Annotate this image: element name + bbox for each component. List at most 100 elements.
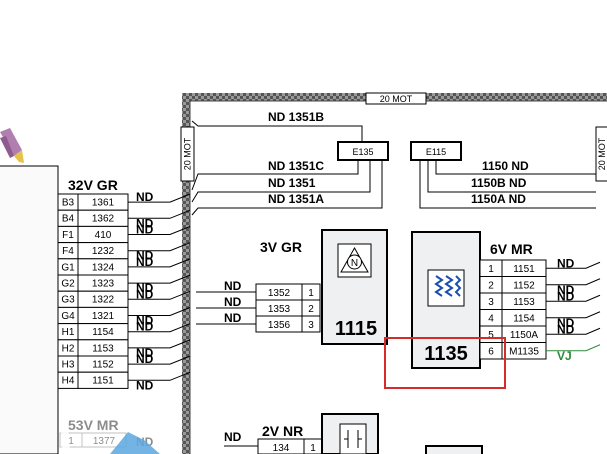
wire-number: 1323 (92, 279, 115, 290)
svg-text:ND 1351C: ND 1351C (268, 159, 324, 173)
component-2v-nr[interactable] (321, 413, 379, 454)
pin-label: B3 (62, 198, 75, 209)
pin-label: G1 (61, 262, 75, 273)
nd-label: ND (224, 295, 242, 309)
harness-label-right: 20 MOT (595, 126, 607, 182)
splice-e115[interactable]: E115 (410, 141, 462, 161)
svg-text:1115: 1115 (335, 318, 377, 340)
svg-text:1150B ND: 1150B ND (471, 176, 527, 190)
heater-symbol-icon (434, 275, 462, 297)
nd-label: ND (136, 190, 154, 204)
pin-label: 5 (488, 330, 494, 341)
pin-label: F1 (62, 230, 74, 241)
wire-number: 1152 (92, 360, 114, 371)
pin-label: H4 (62, 376, 75, 387)
svg-text:E135: E135 (352, 147, 373, 157)
wire-number: 1321 (92, 311, 115, 322)
wire-number: 1352 (268, 288, 291, 299)
nd-label: ND (224, 279, 242, 293)
pin-label: G2 (61, 279, 75, 290)
wire-color-label: ND (557, 283, 575, 297)
svg-text:134: 134 (273, 443, 290, 454)
svg-text:N: N (351, 258, 358, 269)
connector-32v-row[interactable]: F1 410 ND (57, 223, 191, 244)
wire-number: 1153 (92, 343, 114, 354)
pencil-icon (0, 128, 24, 163)
component-partial (425, 445, 483, 454)
wire-number: M1135 (509, 347, 539, 358)
wire-number: 1151 (513, 264, 535, 275)
connector-6v-title: 6V MR (490, 241, 533, 257)
connector-32v-row[interactable]: H3 1152 ND (57, 352, 191, 373)
splice-e135[interactable]: E135 (337, 141, 389, 161)
svg-text:1377: 1377 (93, 436, 116, 447)
nd-label: ND (136, 255, 154, 269)
wire-number: 1152 (513, 281, 535, 292)
wire-number: 1151 (92, 376, 114, 387)
wire-number: 410 (95, 230, 112, 241)
pin-label: 2 (488, 281, 494, 292)
nd-label: ND (136, 281, 154, 295)
svg-text:E115: E115 (426, 147, 446, 157)
cursor-icon (60, 396, 160, 454)
wire-color-label: VJ (557, 349, 572, 363)
component-1115[interactable]: N 1115 (321, 229, 388, 345)
connector-32v-title: 32V GR (68, 177, 118, 193)
connector-3v-row[interactable]: 1353 2 ND (196, 295, 321, 317)
wire-number: 1232 (92, 246, 115, 257)
pin-label: 4 (488, 314, 494, 325)
connector-2v: 2V NR ND 134 1 (224, 423, 323, 454)
pin-label: 3 (488, 297, 494, 308)
pin-label: H1 (62, 327, 75, 338)
wire-color-label: ND (557, 316, 575, 330)
harness-label-left: 20 MOT (180, 126, 195, 182)
nd-label: ND (136, 314, 154, 328)
pin-label: 3 (308, 320, 314, 331)
capacitor-symbol-icon (344, 430, 362, 448)
nd-label: ND (136, 320, 154, 334)
top-wire-labels: ND 1351B ND 1351C ND 1351 ND 1351A 1150 … (268, 110, 529, 206)
svg-text:1: 1 (310, 443, 316, 454)
wire-number: 1356 (268, 320, 291, 331)
svg-text:1150 ND: 1150 ND (482, 159, 529, 173)
nd-label: ND (136, 346, 154, 360)
pin-label: 2 (308, 304, 314, 315)
wire-number: 1362 (92, 214, 115, 225)
svg-text:1: 1 (68, 436, 74, 447)
nd-label: ND (136, 287, 154, 301)
nd-label: ND (136, 223, 154, 237)
wire-number: 1353 (268, 304, 291, 315)
svg-text:ND 1351B: ND 1351B (268, 110, 324, 124)
pin-label: H3 (62, 360, 75, 371)
svg-text:ND 1351A: ND 1351A (268, 192, 324, 206)
component-1135[interactable]: 1135 (411, 231, 481, 369)
motor-symbol-icon: N (340, 246, 369, 273)
nd-label: ND (136, 352, 154, 366)
nd-label: ND (136, 216, 154, 230)
wire-number: 1322 (92, 295, 115, 306)
svg-text:ND 1351: ND 1351 (268, 176, 316, 190)
svg-text:1150A ND: 1150A ND (471, 192, 526, 206)
svg-text:ND: ND (224, 430, 242, 444)
connector-32v-row[interactable]: H4 1151 ND (57, 371, 191, 392)
connector-32v-row[interactable]: G2 1323 ND (57, 274, 191, 295)
wire-number: 1153 (513, 297, 535, 308)
svg-text:20 MOT: 20 MOT (380, 94, 413, 104)
connector-6v-row[interactable]: 2 1152 ND (479, 276, 601, 297)
pin-label: F4 (62, 246, 74, 257)
nd-label: ND (136, 378, 154, 392)
